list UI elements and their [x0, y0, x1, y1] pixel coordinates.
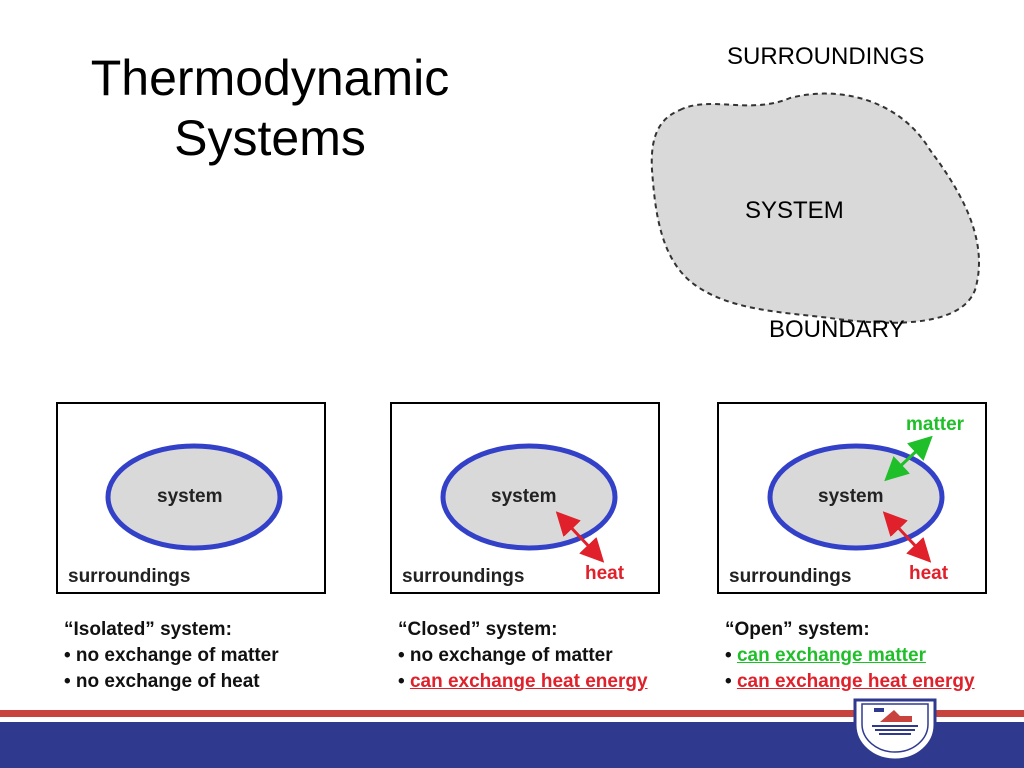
panel-system-label: system	[491, 486, 557, 507]
matter-arrow-icon	[884, 435, 933, 482]
heat-label: heat	[909, 563, 949, 584]
closed-system-panel: system surroundings heat	[390, 402, 660, 594]
system-boundary-diagram: SURROUNDINGS SYSTEM BOUNDARY	[640, 40, 1000, 360]
panel-system-label: system	[157, 486, 223, 507]
open-bullet-2: • can exchange heat energy	[725, 669, 975, 695]
isolated-bullet-1: • no exchange of matter	[64, 645, 279, 666]
heat-arrow-icon	[555, 511, 605, 563]
heat-label: heat	[585, 563, 625, 584]
system-ellipse	[105, 443, 283, 551]
system-blob	[650, 92, 980, 324]
closed-bullet-1: • no exchange of matter	[398, 645, 613, 666]
closed-description: “Closed” system: • no exchange of matter…	[398, 617, 648, 695]
closed-bullet-2: • can exchange heat energy	[398, 669, 648, 695]
footer-blue-band	[0, 722, 1024, 768]
footer-red-stripe	[0, 710, 1024, 717]
open-heading: “Open” system:	[725, 619, 870, 640]
slide-title: Thermodynamic Systems	[40, 48, 500, 168]
heat-arrow-icon	[882, 511, 932, 563]
bullet-marker: •	[398, 671, 410, 692]
slide-title-line1: Thermodynamic	[90, 50, 450, 106]
panel-surroundings-label: surroundings	[402, 566, 525, 587]
bullet-marker: •	[725, 671, 737, 692]
isolated-description: “Isolated” system: • no exchange of matt…	[64, 617, 279, 695]
system-label: SYSTEM	[745, 197, 844, 224]
matter-label: matter	[906, 414, 965, 435]
university-seal-icon	[853, 698, 937, 760]
surroundings-label: SURROUNDINGS	[727, 43, 925, 70]
panel-system-label: system	[818, 486, 884, 507]
open-heat-exchange-text: can exchange heat energy	[736, 671, 975, 692]
open-system-panel: system surroundings heat matter	[717, 402, 987, 594]
bullet-marker: •	[725, 645, 737, 666]
boundary-label: BOUNDARY	[769, 316, 905, 343]
open-bullet-1: • can exchange matter	[725, 643, 975, 669]
panel-surroundings-label: surroundings	[729, 566, 852, 587]
open-description: “Open” system: • can exchange matter • c…	[725, 617, 975, 695]
panel-surroundings-label: surroundings	[68, 566, 191, 587]
closed-heat-exchange-text: can exchange heat energy	[409, 671, 648, 692]
isolated-heading: “Isolated” system:	[64, 619, 232, 640]
closed-heading: “Closed” system:	[398, 619, 558, 640]
open-matter-exchange-text: can exchange matter	[736, 645, 926, 666]
isolated-system-panel: system surroundings	[56, 402, 326, 594]
slide-title-line2: Systems	[174, 110, 366, 166]
isolated-bullet-2: • no exchange of heat	[64, 671, 260, 692]
